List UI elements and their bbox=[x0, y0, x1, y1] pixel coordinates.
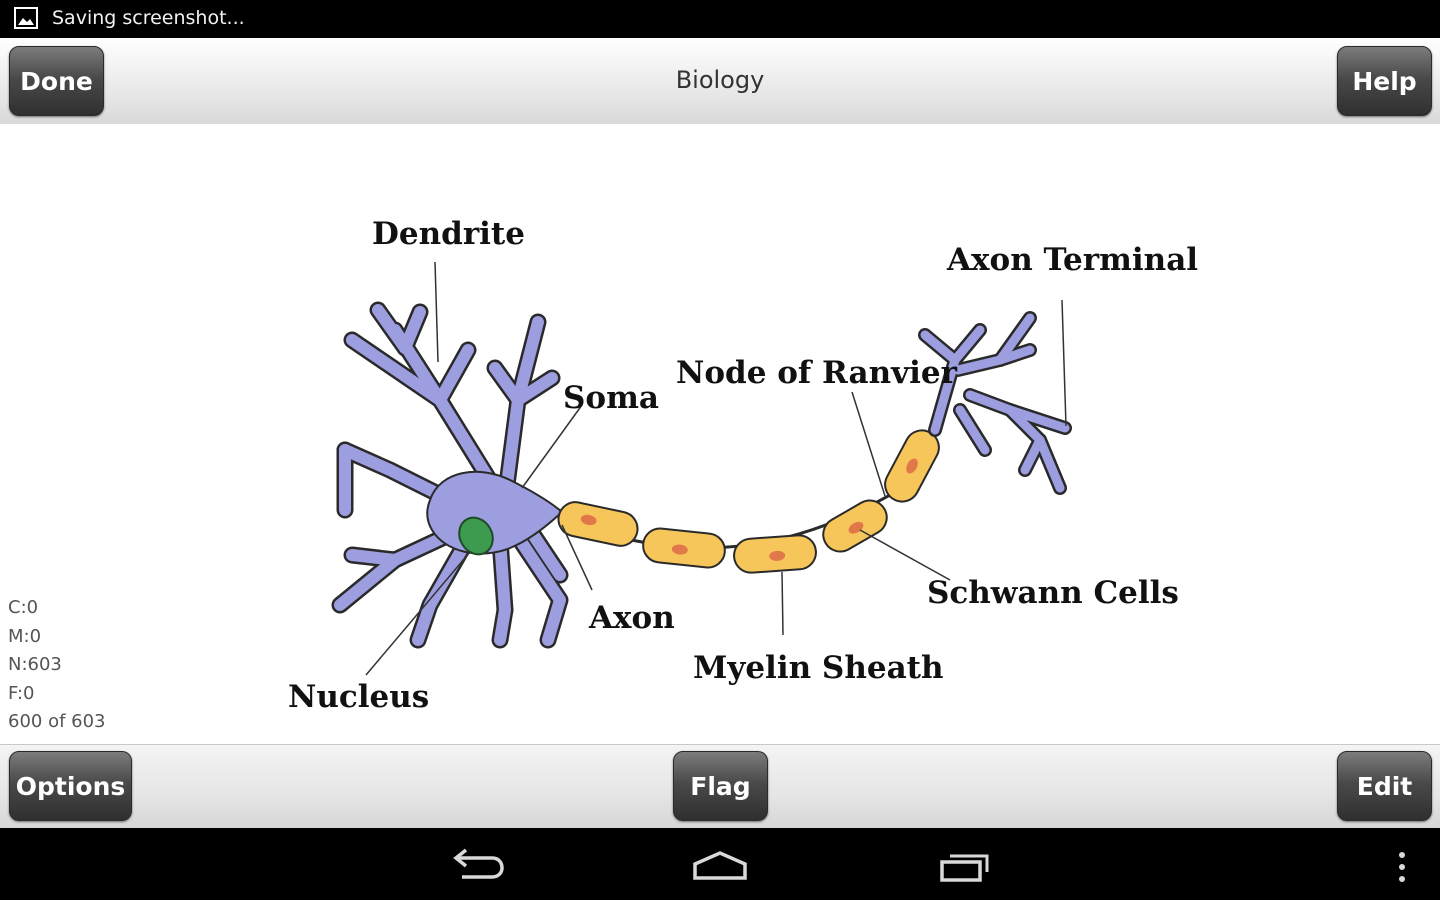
label-axon: Axon bbox=[588, 600, 675, 636]
edit-button[interactable]: Edit bbox=[1337, 751, 1432, 821]
label-node-of-ranvier: Node of Ranvier bbox=[676, 355, 958, 391]
leader-lines bbox=[365, 261, 1067, 676]
help-button[interactable]: Help bbox=[1337, 46, 1432, 116]
label-nucleus: Nucleus bbox=[288, 679, 429, 715]
status-bar: Saving screenshot... bbox=[0, 0, 1440, 38]
image-icon bbox=[14, 7, 38, 29]
card-content: Dendrite Soma Node of Ranvier Axon Termi… bbox=[0, 124, 1440, 744]
label-soma: Soma bbox=[563, 380, 659, 416]
back-icon[interactable] bbox=[450, 848, 506, 882]
neuron-diagram: Dendrite Soma Node of Ranvier Axon Termi… bbox=[288, 216, 1198, 715]
stat-n: N:603 bbox=[8, 654, 62, 675]
stat-m: M:0 bbox=[8, 625, 42, 647]
home-icon[interactable] bbox=[692, 850, 748, 882]
page-title: Biology bbox=[675, 66, 765, 94]
stat-f: F:0 bbox=[8, 682, 35, 704]
label-dendrite: Dendrite bbox=[372, 216, 525, 252]
study-stats: C:0 M:0 N:603 F:0 600 of 603 bbox=[8, 594, 106, 737]
axon-terminal-branches bbox=[918, 311, 1072, 495]
dendrites bbox=[331, 301, 569, 649]
label-schwann-cells: Schwann Cells bbox=[927, 575, 1179, 611]
status-text: Saving screenshot... bbox=[52, 7, 245, 29]
options-button[interactable]: Options bbox=[9, 751, 132, 821]
label-axon-terminal: Axon Terminal bbox=[946, 242, 1198, 278]
overflow-menu-icon[interactable] bbox=[1392, 850, 1412, 884]
action-bar: Done Biology Help bbox=[0, 38, 1440, 125]
done-button[interactable]: Done bbox=[9, 46, 104, 116]
card-progress: 600 of 603 bbox=[8, 711, 106, 732]
recent-apps-icon[interactable] bbox=[938, 850, 992, 884]
system-nav-bar bbox=[0, 828, 1440, 900]
bottom-toolbar: Options Flag Edit bbox=[0, 744, 1440, 829]
stat-c: C:0 bbox=[8, 597, 39, 618]
flag-button[interactable]: Flag bbox=[673, 751, 768, 821]
nucleus-shape bbox=[458, 516, 494, 556]
myelin-segments bbox=[557, 429, 940, 574]
label-myelin-sheath: Myelin Sheath bbox=[693, 650, 944, 686]
